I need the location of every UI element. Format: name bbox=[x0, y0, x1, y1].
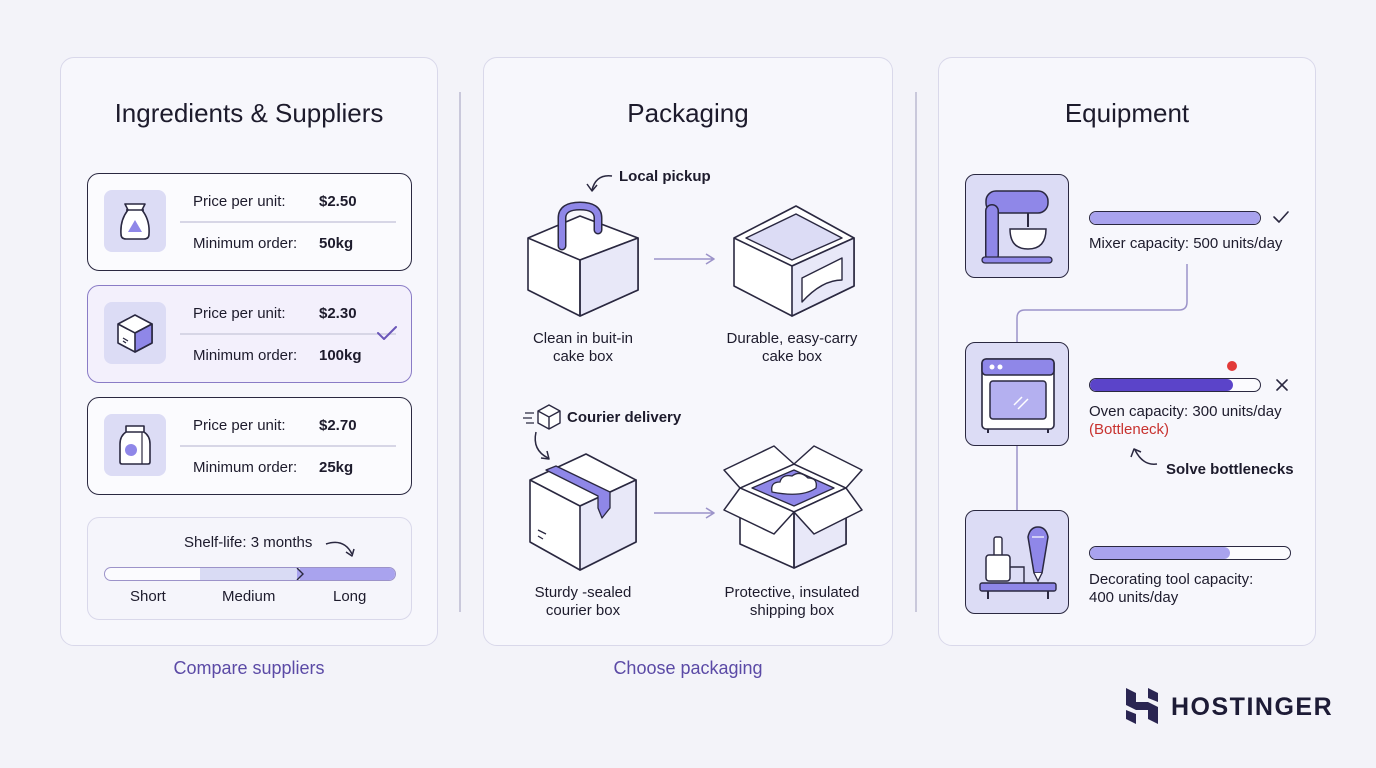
shelf-level-medium[interactable]: Medium bbox=[222, 588, 276, 605]
courier-box-icon bbox=[523, 404, 561, 430]
pouch-bag-icon bbox=[104, 414, 166, 476]
label-line: shipping box bbox=[749, 602, 835, 619]
shelf-life-selector: Shelf-life: 3 months Short Medium Long bbox=[87, 517, 412, 620]
local-pickup-tag: Local pickup bbox=[619, 168, 711, 185]
long-segment bbox=[300, 568, 395, 580]
label-line: Durable, easy-carry bbox=[726, 330, 858, 347]
shelf-level-short[interactable]: Short bbox=[130, 588, 166, 605]
check-icon bbox=[377, 326, 397, 340]
min-order-value: 25kg bbox=[319, 459, 354, 476]
label-line: Clean in buit-in bbox=[532, 330, 634, 347]
mixer-capacity-fill bbox=[1090, 212, 1260, 224]
price-value: $2.70 bbox=[319, 417, 357, 434]
shelf-life-title: Shelf-life: 3 months bbox=[184, 534, 313, 551]
courier-delivery-tag: Courier delivery bbox=[567, 409, 682, 426]
oven-capacity-bar bbox=[1089, 378, 1261, 392]
equipment-panel: Equipment Mixer capacity: 500 units/day bbox=[938, 57, 1316, 646]
decorating-tool-icon bbox=[965, 510, 1069, 614]
insulated-shipping-box-icon bbox=[723, 445, 863, 569]
decorating-capacity-bar bbox=[1089, 546, 1291, 560]
segment-marker-icon bbox=[296, 568, 304, 580]
label-line: cake box bbox=[552, 348, 614, 365]
min-order-label: Minimum order: bbox=[193, 347, 298, 364]
packaging-caption: Choose packaging bbox=[613, 658, 763, 678]
mixer-capacity-text: Mixer capacity: 500 units/day bbox=[1089, 235, 1283, 252]
equipment-title: Equipment bbox=[1064, 98, 1190, 128]
price-value: $2.50 bbox=[319, 193, 357, 210]
close-icon bbox=[1276, 379, 1288, 391]
flow-connector bbox=[1016, 264, 1188, 510]
ingredients-caption: Compare suppliers bbox=[173, 658, 325, 678]
ingredients-panel: Ingredients & Suppliers Price per unit: … bbox=[60, 57, 438, 646]
divider bbox=[180, 221, 396, 223]
cube-box-icon bbox=[104, 302, 166, 364]
oven-capacity-line: Oven capacity: 300 units/day bbox=[1089, 403, 1282, 420]
curved-arrow-icon bbox=[534, 431, 550, 460]
label-line: Protective, insulated bbox=[724, 584, 860, 601]
courier-to-label: Protective, insulated shipping box bbox=[707, 584, 877, 620]
decorating-capacity-line: Decorating tool capacity: bbox=[1089, 571, 1254, 588]
min-order-label: Minimum order: bbox=[193, 459, 298, 476]
min-order-value: 50kg bbox=[319, 235, 354, 252]
bottleneck-label: (Bottleneck) bbox=[1089, 421, 1170, 438]
alert-dot bbox=[1227, 361, 1237, 371]
courier-from-label: Sturdy -sealed courier box bbox=[498, 584, 668, 620]
supplier-card[interactable]: Price per unit: $2.50 Minimum order: 50k… bbox=[87, 173, 412, 271]
handle-cake-box-icon bbox=[527, 201, 639, 317]
decorating-capacity-fill bbox=[1090, 547, 1230, 559]
packaging-panel: Packaging Local pickup Clean in buit-in … bbox=[483, 57, 893, 646]
oven-icon bbox=[965, 342, 1069, 446]
ingredients-title: Ingredients & Suppliers bbox=[114, 98, 384, 128]
min-order-label: Minimum order: bbox=[193, 235, 298, 252]
supplier-card-selected[interactable]: Price per unit: $2.30 Minimum order: 100… bbox=[87, 285, 412, 383]
curved-arrow-icon bbox=[586, 175, 613, 192]
stand-mixer-icon bbox=[965, 174, 1069, 278]
check-icon bbox=[1273, 211, 1289, 223]
brand-name: HOSTINGER bbox=[1171, 693, 1334, 721]
label-line: courier box bbox=[545, 602, 621, 619]
divider bbox=[180, 445, 396, 447]
medium-segment bbox=[200, 568, 300, 580]
label-line: Sturdy -sealed bbox=[534, 584, 632, 601]
shelf-life-slider[interactable] bbox=[104, 567, 396, 581]
oven-capacity-text: Oven capacity: 300 units/day (Bottleneck… bbox=[1089, 403, 1282, 439]
window-cake-box-icon bbox=[733, 205, 855, 317]
panel-divider bbox=[459, 92, 461, 612]
decorating-capacity-line: 400 units/day bbox=[1089, 589, 1179, 606]
curved-arrow-icon bbox=[1130, 448, 1158, 465]
solve-bottlenecks-callout: Solve bottlenecks bbox=[1166, 461, 1294, 478]
hostinger-logo-icon bbox=[1126, 688, 1158, 724]
flour-bag-icon bbox=[104, 190, 166, 252]
pickup-to-label: Durable, easy-carry cake box bbox=[707, 330, 877, 366]
arrow-right-icon bbox=[654, 253, 715, 265]
curved-arrow-icon bbox=[325, 541, 355, 557]
supplier-card[interactable]: Price per unit: $2.70 Minimum order: 25k… bbox=[87, 397, 412, 495]
pickup-from-label: Clean in buit-in cake box bbox=[498, 330, 668, 366]
mixer-capacity-bar bbox=[1089, 211, 1261, 225]
shelf-level-long[interactable]: Long bbox=[333, 588, 367, 605]
min-order-value: 100kg bbox=[319, 347, 362, 364]
decorating-capacity-text: Decorating tool capacity: 400 units/day bbox=[1089, 571, 1253, 607]
label-line: cake box bbox=[761, 348, 823, 365]
packaging-title: Packaging bbox=[627, 98, 749, 128]
price-label: Price per unit: bbox=[193, 417, 286, 434]
arrow-right-icon bbox=[654, 507, 715, 519]
oven-capacity-fill bbox=[1090, 379, 1233, 391]
price-label: Price per unit: bbox=[193, 193, 286, 210]
divider bbox=[180, 333, 396, 335]
price-value: $2.30 bbox=[319, 305, 357, 322]
panel-divider bbox=[915, 92, 917, 612]
sealed-courier-box-icon bbox=[529, 453, 637, 571]
price-label: Price per unit: bbox=[193, 305, 286, 322]
